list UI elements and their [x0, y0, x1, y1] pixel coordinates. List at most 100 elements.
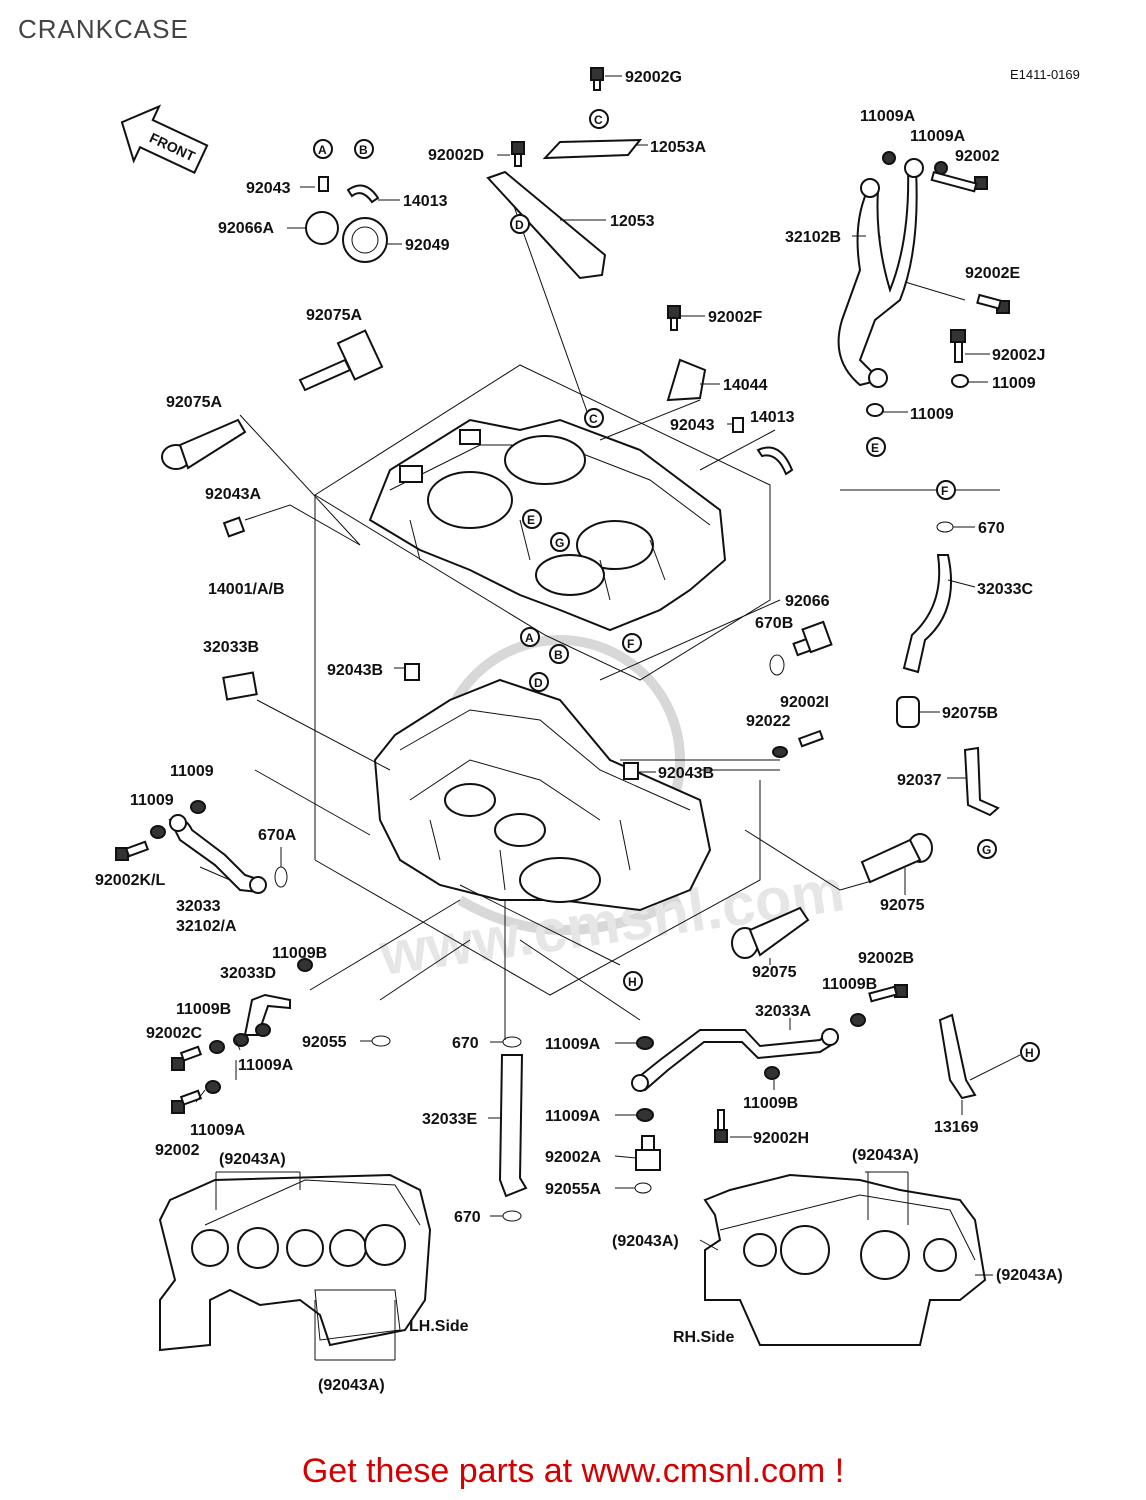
label-670-c2: 670 [454, 1209, 481, 1226]
label-11009-l1: 11009 [170, 763, 214, 780]
callout-A-case: A [520, 627, 540, 647]
label-11009-l2: 11009 [130, 792, 174, 809]
svg-text:G: G [555, 536, 564, 550]
label-92066A: 92066A [218, 220, 274, 237]
leader-lines [195, 75, 1021, 1361]
label-92002D: 92002D [428, 147, 484, 164]
svg-text:C: C [594, 113, 603, 127]
label-14013-top: 14013 [403, 193, 448, 210]
label-92002I: 92002I [780, 694, 829, 711]
label-32033A: 32033A [755, 1003, 811, 1020]
label-92066: 92066 [785, 593, 830, 610]
label-92002B: 92002B [858, 950, 914, 967]
label-92002-tr: 92002 [955, 148, 1000, 165]
label-92075A-2: 92075A [166, 394, 222, 411]
callout-H-right: H [1020, 1042, 1040, 1062]
label-92043A-lh-top: (92043A) [219, 1151, 286, 1168]
page-title: CRANKCASE [18, 14, 189, 44]
label-12053: 12053 [610, 213, 655, 230]
label-92002G: 92002G [625, 69, 682, 86]
label-11009A-1: 11009A [860, 108, 916, 125]
label-lh-side: LH.Side [409, 1318, 469, 1335]
label-92043B-2: 92043B [658, 765, 714, 782]
lower-crankcase [373, 678, 712, 912]
label-92075A-1: 92075A [306, 307, 362, 324]
label-11009A-3: 11009A [238, 1057, 294, 1074]
label-92043A: 92043A [205, 486, 261, 503]
callout-circles: A B C D C E F E G A B F D G H H [313, 109, 1040, 1062]
label-92049: 92049 [405, 237, 450, 254]
label-11009B-3: 11009B [822, 976, 877, 993]
label-92002H: 92002H [753, 1130, 809, 1147]
label-11009B-4: 11009B [743, 1095, 798, 1112]
label-11009B-1: 11009B [272, 945, 327, 962]
front-arrow: FRONT [120, 104, 209, 174]
label-11009B-2: 11009B [176, 1001, 231, 1018]
label-14013-mid: 14013 [750, 409, 795, 426]
label-92043A-lh-bottom: (92043A) [318, 1377, 385, 1394]
label-11009-r1: 11009 [992, 375, 1036, 392]
label-32033E: 32033E [422, 1111, 477, 1128]
label-32102-A: 32102/A [176, 918, 237, 935]
reference-lines [239, 194, 1000, 1040]
callout-C-top: C [589, 109, 609, 129]
label-11009A-6: 11009A [545, 1108, 601, 1125]
label-92043A-rh-right: (92043A) [996, 1267, 1063, 1284]
footer-link[interactable]: Get these parts at www.cmsnl.com ! [301, 1452, 845, 1490]
label-92022: 92022 [746, 713, 791, 730]
label-13169: 13169 [934, 1119, 979, 1136]
svg-text:H: H [628, 975, 637, 989]
label-92002-bl: 92002 [155, 1142, 200, 1159]
callout-E-case: E [522, 509, 542, 529]
upper-crankcase [368, 418, 727, 632]
svg-text:E: E [871, 441, 879, 455]
svg-text:C: C [589, 412, 598, 426]
svg-text:G: G [982, 843, 991, 857]
label-14001-A-B: 14001/A/B [208, 581, 285, 598]
label-670B: 670B [755, 615, 793, 632]
svg-text:F: F [627, 637, 634, 651]
label-92002F: 92002F [708, 309, 762, 326]
label-670A: 670A [258, 827, 297, 844]
label-92075-1: 92075 [880, 897, 925, 914]
label-92043A-rh-top: (92043A) [852, 1147, 919, 1164]
callout-F-right: F [936, 480, 956, 500]
label-12053A: 12053A [650, 139, 706, 156]
label-92002E: 92002E [965, 265, 1020, 282]
label-92002J: 92002J [992, 347, 1045, 364]
callout-G-case: G [550, 532, 570, 552]
callout-B-case: B [549, 644, 569, 664]
label-32102B: 32102B [785, 229, 841, 246]
label-92002A: 92002A [545, 1149, 601, 1166]
callout-G-right: G [977, 839, 997, 859]
label-11009A-5: 11009A [545, 1036, 601, 1053]
label-11009A-4: 11009A [190, 1122, 246, 1139]
rh-side-view [703, 1173, 987, 1346]
label-92043B-1: 92043B [327, 662, 383, 679]
label-92075B: 92075B [942, 705, 998, 722]
lh-side-view [158, 1173, 432, 1352]
label-92002K-L: 92002K/L [95, 872, 165, 889]
label-92043A-rh-left: (92043A) [612, 1233, 679, 1250]
callout-E-right: E [866, 437, 886, 457]
label-92043-top: 92043 [246, 180, 291, 197]
svg-text:F: F [941, 484, 948, 498]
label-11009A-2: 11009A [910, 128, 966, 145]
callout-C-mid: C [584, 408, 604, 428]
svg-text:A: A [525, 631, 534, 645]
svg-text:B: B [554, 648, 563, 662]
label-670-r: 670 [978, 520, 1005, 537]
label-11009-r2: 11009 [910, 406, 954, 423]
svg-text:B: B [359, 143, 368, 157]
label-92055A: 92055A [545, 1181, 601, 1198]
label-92037: 92037 [897, 772, 942, 789]
label-92055: 92055 [302, 1034, 347, 1051]
label-92043-mid: 92043 [670, 417, 715, 434]
callout-A-top: A [313, 139, 333, 159]
svg-text:H: H [1025, 1046, 1034, 1060]
label-32033B: 32033B [203, 639, 259, 656]
svg-text:D: D [534, 676, 543, 690]
callout-B-top: B [354, 139, 374, 159]
label-32033: 32033 [176, 898, 221, 915]
